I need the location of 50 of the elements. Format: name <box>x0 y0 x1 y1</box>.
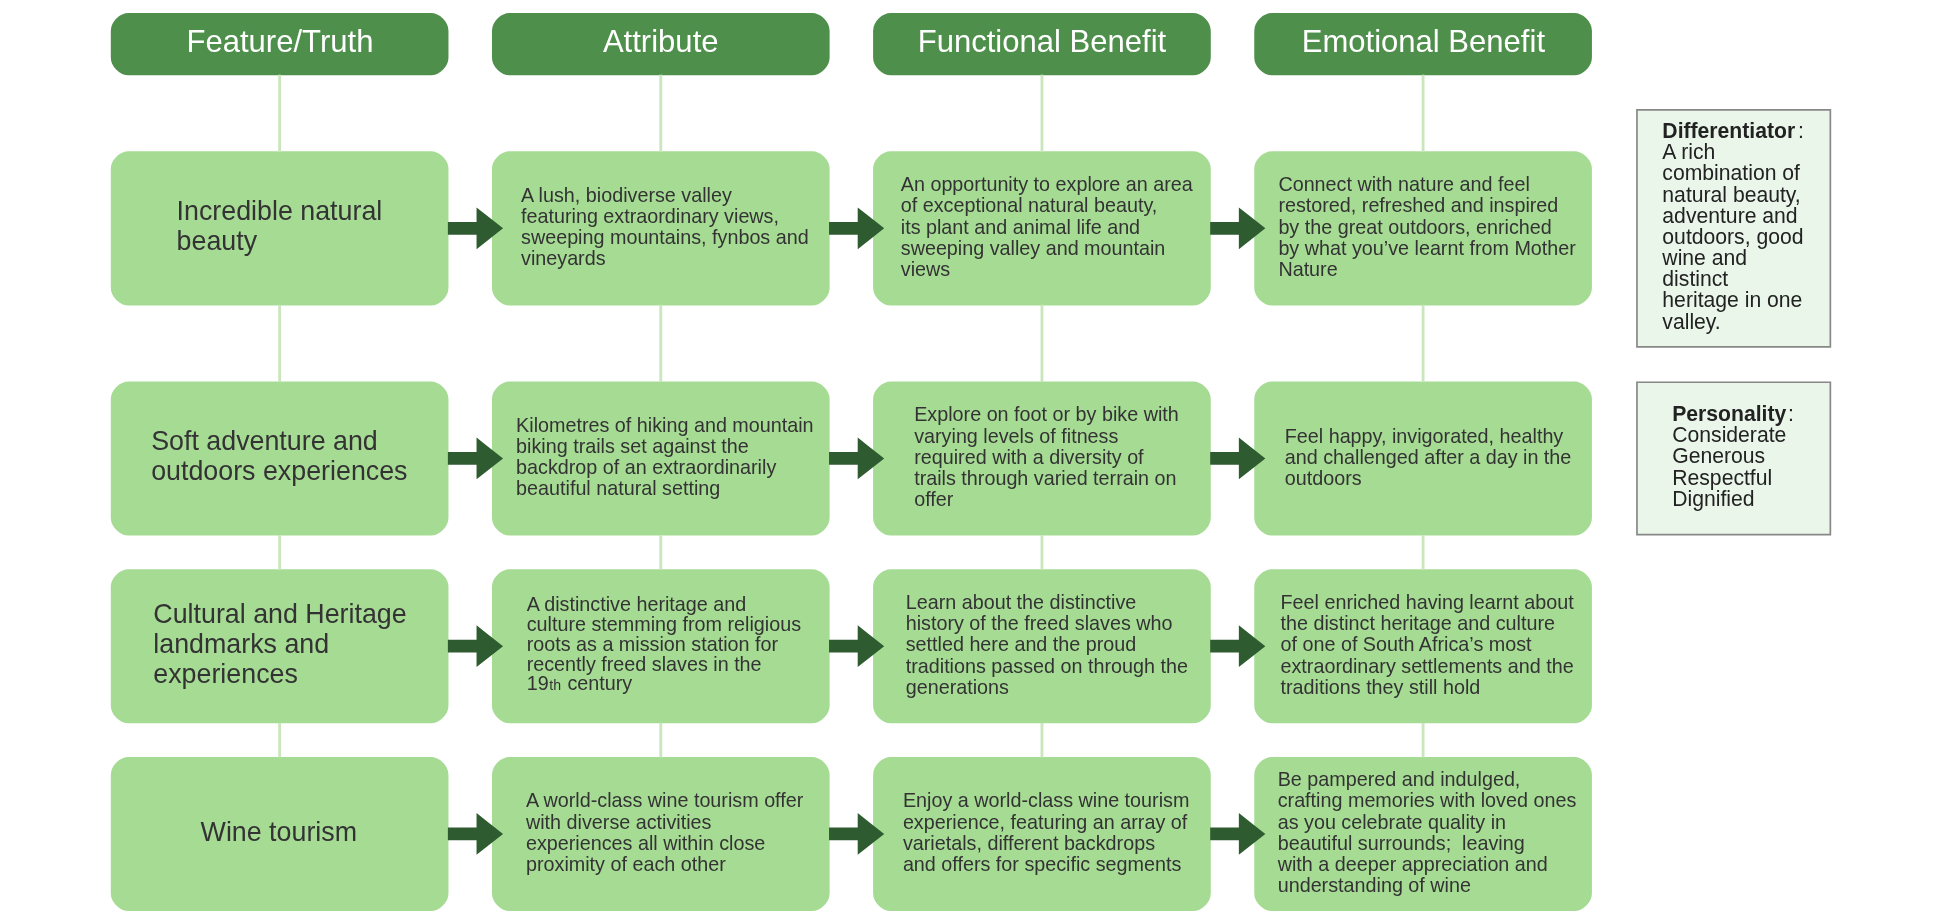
connector <box>1040 74 1043 153</box>
arrow <box>1209 625 1265 668</box>
arrow <box>828 437 884 480</box>
node-box: Feel happy, invigorated, healthy and challenged after a day in the outdoors <box>1253 381 1592 536</box>
connector <box>658 722 662 758</box>
node-box: A distinctive heritage and culture stemming from religious roots as a mission station for recently freed slaves in the 19th century <box>491 569 830 724</box>
connector <box>1421 722 1424 758</box>
arrow <box>1209 437 1265 480</box>
node-box: Cultural and Heritage landmarks and experiences <box>110 569 448 724</box>
node-box: A world-class wine tourism offer with diverse activities experiences all within close proximity of each other <box>491 756 830 912</box>
connector <box>1040 304 1043 383</box>
node-box: Functional Benefit <box>872 12 1211 76</box>
node-box: Be pampered and indulged, crafting memories with loved ones as you celebrate quality in beautiful surrounds; leaving with a deeper appreciation and understanding of wine <box>1253 756 1592 912</box>
node-box: Kilometres of hiking and mountain biking trails set against the backdrop of an extraordinarily beautiful natural setting <box>491 381 830 536</box>
arrow <box>1209 813 1265 855</box>
node-box: Connect with nature and feel restored, refreshed and inspired by the great outdoors, enriched by what you’ve learnt from Mother Nature <box>1253 151 1592 306</box>
node-box: Feature/Truth <box>110 12 448 76</box>
node-box: An opportunity to explore an area of exceptional natural beauty, its plant and animal life and sweeping valley and mountain views <box>872 151 1211 306</box>
arrow <box>828 625 884 668</box>
arrow <box>1209 207 1265 250</box>
connector <box>277 535 281 570</box>
node-box: Learn about the distinctive history of the freed slaves who settled here and the proud traditions passed on through the generations <box>872 569 1211 724</box>
arrow <box>447 625 503 668</box>
node-box: Emotional Benefit <box>1253 12 1592 76</box>
node-box: Wine tourism <box>110 756 448 912</box>
node-box: Personality: Considerate Generous Respectful Dignified <box>1635 381 1831 536</box>
node-box: Explore on foot or by bike with varying levels of fitness required with a diversity of trails through varied terrain on offer <box>872 381 1211 536</box>
arrow <box>828 813 884 855</box>
connector <box>1040 722 1043 758</box>
connector <box>277 304 281 383</box>
node-box: Soft adventure and outdoors experiences <box>110 381 448 536</box>
connector <box>658 74 662 153</box>
node-box: Differentiator: A rich combination of natural beauty, adventure and outdoors, good wine and distinct heritage in one valley. <box>1635 108 1831 348</box>
connector <box>1040 535 1043 570</box>
arrow <box>447 207 503 250</box>
connector <box>658 304 662 383</box>
node-box: Attribute <box>491 12 830 76</box>
connector <box>277 722 281 758</box>
node-box: A lush, biodiverse valley featuring extraordinary views, sweeping mountains, fynbos and vineyards <box>491 151 830 306</box>
arrow <box>447 437 503 480</box>
connector <box>658 535 662 570</box>
connector <box>1421 74 1424 153</box>
connector <box>1421 535 1424 570</box>
connector <box>277 74 281 153</box>
node-box: Feel enriched having learnt about the distinct heritage and culture of one of South Africa’s most extraordinary settlements and the traditions they still hold <box>1253 569 1592 724</box>
node-box: Enjoy a world-class wine tourism experience, featuring an array of varietals, different backdrops and offers for specific segments <box>872 756 1211 912</box>
arrow <box>828 207 884 250</box>
node-box: Incredible natural beauty <box>110 151 448 306</box>
arrow <box>447 813 503 855</box>
connector <box>1421 304 1424 383</box>
